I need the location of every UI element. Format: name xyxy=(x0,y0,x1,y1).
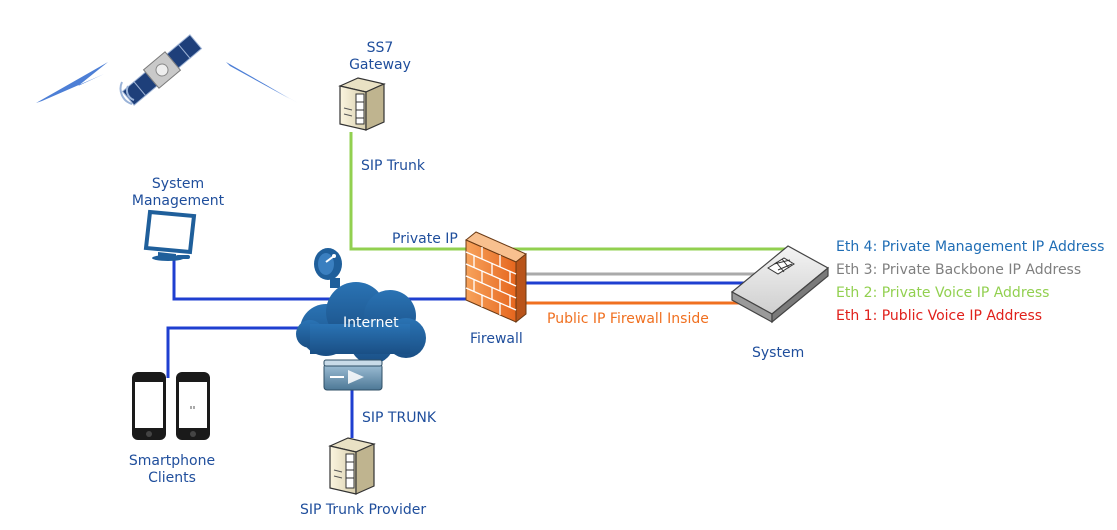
smartphone-icon xyxy=(132,372,166,440)
monitor-icon xyxy=(143,209,197,261)
interface-eth4-label: Eth 4: Private Management IP Address xyxy=(836,239,1105,255)
ss7-gateway-label: SS7 Gateway xyxy=(340,40,420,74)
sip-trunk-provider-label: SIP Trunk Provider xyxy=(300,502,427,518)
sip-trunk-link xyxy=(349,132,790,251)
router-icon xyxy=(323,359,383,391)
cloud-icon xyxy=(296,282,426,364)
system-management-label-line2: Management xyxy=(131,193,225,209)
internet-label: Internet xyxy=(343,315,399,331)
server-icon xyxy=(338,77,386,131)
private-ip-label: Private IP xyxy=(392,231,458,247)
sip-trunk-upper-label: SIP TRUNK xyxy=(362,410,437,426)
ss7-gateway-label-line1: SS7 xyxy=(366,40,394,56)
satellite-dish-icon xyxy=(314,248,342,288)
interface-eth1-label: Eth 1: Public Voice IP Address xyxy=(836,308,1043,324)
ss7-gateway-label-line2: Gateway xyxy=(349,57,411,73)
interface-eth2-label: Eth 2: Private Voice IP Address xyxy=(836,285,1050,301)
satellite-icon xyxy=(36,34,298,106)
smartphone-clients-label-line2: Clients xyxy=(148,470,196,486)
public-ip-firewall-inside-label: Public IP Firewall Inside xyxy=(547,311,709,327)
smartphone-clients-label-line1: Smartphone xyxy=(128,453,216,469)
smartphone-clients-label: Smartphone Clients xyxy=(112,453,232,487)
system-management-label: System Management xyxy=(120,176,236,210)
connection-lines xyxy=(166,132,790,438)
firewall-label: Firewall xyxy=(470,331,523,347)
sip-trunk-label: SIP Trunk xyxy=(361,158,426,174)
smartphone-link xyxy=(166,326,300,378)
server-icon xyxy=(328,437,376,495)
firewall-icon xyxy=(465,231,527,324)
switch-icon xyxy=(730,245,830,324)
interface-eth3-label: Eth 3: Private Backbone IP Address xyxy=(836,262,1082,278)
system-management-label-line1: System xyxy=(151,176,205,192)
system-label: System xyxy=(752,345,805,361)
smartphone-icon xyxy=(176,372,210,440)
